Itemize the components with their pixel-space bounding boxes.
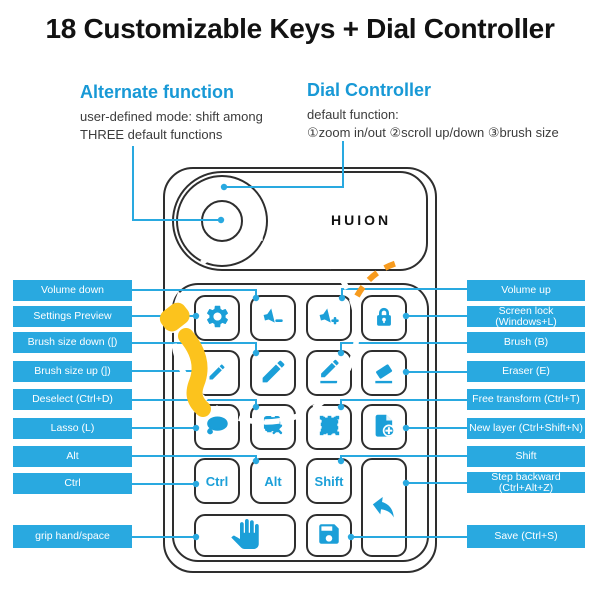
label-ctrl: Ctrl (13, 473, 132, 494)
label-lasso: Lasso (L) (13, 418, 132, 439)
key-screen-lock (361, 295, 407, 341)
label-new-layer: New layer (Ctrl+Shift+N) (467, 418, 585, 439)
label-volume-down: Volume down (13, 280, 132, 301)
key-alt: Alt (250, 458, 296, 504)
save-icon (316, 521, 342, 550)
key-volume-down (250, 295, 296, 341)
new-layer-icon (371, 412, 398, 442)
key-step-backward (361, 458, 407, 557)
alt-key-label: Alt (264, 473, 282, 489)
lock-icon (371, 304, 397, 333)
label-save: Save (Ctrl+S) (467, 525, 585, 548)
key-brush (306, 350, 352, 396)
key-brush-size-down (250, 350, 296, 396)
key-settings (194, 295, 240, 341)
hand-icon (230, 519, 260, 552)
label-alt: Alt (13, 446, 132, 467)
key-grip-hand (194, 514, 296, 557)
label-settings-preview: Settings Preview (13, 306, 132, 327)
key-lasso (194, 404, 240, 450)
label-shift: Shift (467, 446, 585, 467)
label-brush: Brush (B) (467, 332, 585, 353)
dial-controller-desc-line2: ①zoom in/out ②scroll up/down ③brush size (307, 124, 559, 140)
alternate-function-desc-line2: THREE default functions (80, 126, 223, 142)
key-shift: Shift (306, 458, 352, 504)
key-save (306, 514, 352, 557)
dial-center-button (201, 200, 243, 242)
key-deselect (250, 404, 296, 450)
pencil-icon (259, 357, 288, 389)
lasso-icon (202, 412, 232, 442)
alternate-function-heading: Alternate function (80, 82, 235, 102)
deselect-icon (260, 412, 287, 442)
undo-arrow-icon (369, 491, 399, 524)
brand-logo: HUION (331, 212, 392, 228)
pen-small-icon (207, 362, 227, 385)
label-grip-hand: grip hand/space (13, 525, 132, 548)
volume-down-icon (260, 303, 287, 333)
volume-up-icon (316, 303, 343, 333)
alternate-function-callout: Alternate function user-defined mode: sh… (80, 82, 263, 143)
transform-icon (316, 412, 343, 442)
label-brush-size-up: Brush size up (]) (13, 361, 132, 382)
gear-icon (204, 303, 231, 333)
label-brush-size-down: Brush size down ([) (13, 332, 132, 353)
alternate-function-desc-line1: user-defined mode: shift among (80, 109, 263, 124)
key-ctrl: Ctrl (194, 458, 240, 504)
label-eraser: Eraser (E) (467, 361, 585, 382)
key-volume-up (306, 295, 352, 341)
eraser-icon (371, 359, 397, 388)
key-brush-size-up (194, 350, 240, 396)
dial-controller-heading: Dial Controller (307, 80, 432, 100)
page-title: 18 Customizable Keys + Dial Controller (45, 13, 555, 44)
ctrl-key-label: Ctrl (205, 473, 229, 489)
label-screen-lock: Screen lock (Windows+L) (467, 305, 585, 327)
dial-controller-callout: Dial Controller default function: ①zoom … (307, 80, 559, 141)
label-free-transform: Free transform (Ctrl+T) (467, 389, 585, 410)
label-volume-up: Volume up (467, 280, 585, 301)
dial-controller-desc-line1: default function: (307, 107, 399, 122)
key-free-transform (306, 404, 352, 450)
brush-icon (316, 359, 342, 388)
shift-key-label: Shift (314, 473, 344, 489)
key-eraser (361, 350, 407, 396)
label-step-backward: Step backward (Ctrl+Alt+Z) (467, 471, 585, 493)
key-new-layer (361, 404, 407, 450)
label-deselect: Deselect (Ctrl+D) (13, 389, 132, 410)
